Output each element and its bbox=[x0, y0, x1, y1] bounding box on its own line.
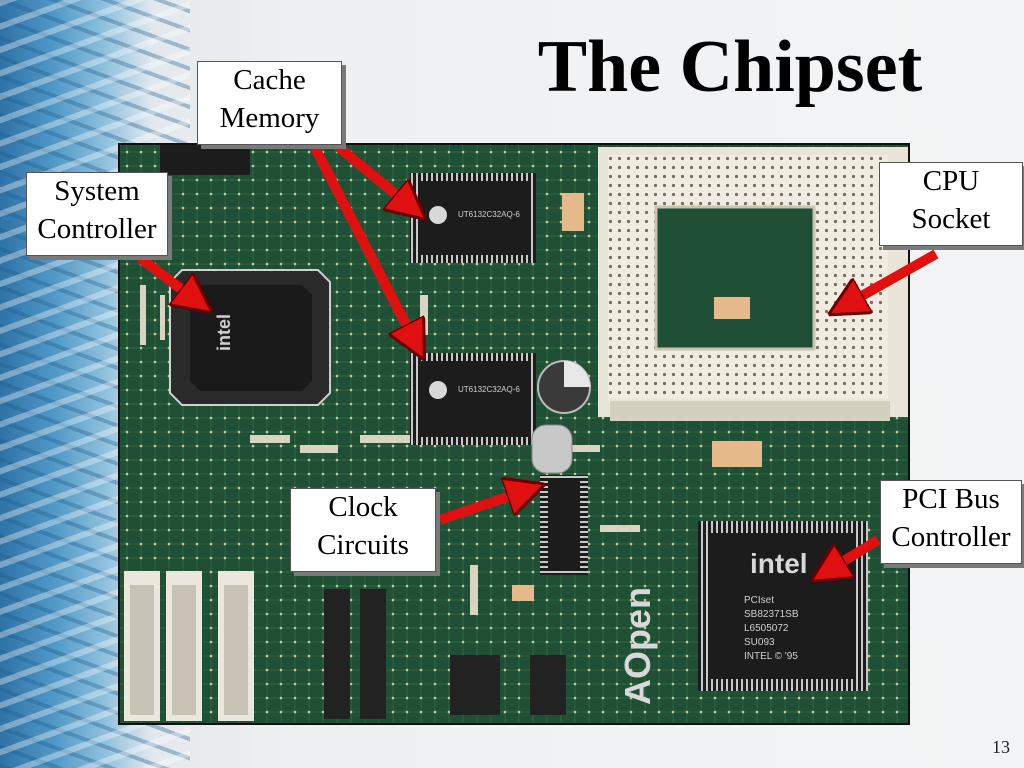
system-controller-chip: intel bbox=[169, 269, 331, 406]
svg-text:SU093: SU093 bbox=[744, 637, 775, 648]
intel-logo-pci: intel bbox=[750, 548, 808, 579]
svg-text:L6505072: L6505072 bbox=[744, 623, 789, 634]
pci-chip: intel PCIset SB82371SB L6505072 SU093 IN… bbox=[698, 521, 868, 691]
svg-text:UT6132C32AQ-6: UT6132C32AQ-6 bbox=[458, 210, 520, 219]
tantalum-cap bbox=[512, 585, 534, 601]
cpu-socket bbox=[598, 147, 908, 421]
slide-title: The Chipset bbox=[537, 26, 923, 108]
cache-chip-upper: UT6132C32AQ-6 bbox=[410, 173, 536, 263]
intel-logo-sysctrl: intel bbox=[214, 314, 234, 351]
brand-logo: AOpen bbox=[617, 587, 658, 705]
label-system-controller: System Controller bbox=[26, 172, 168, 256]
motherboard-illustration: UT6132C32AQ-6 UT6132C32AQ-6 intel bbox=[120, 145, 908, 723]
svg-text:UT6132C32AQ-6: UT6132C32AQ-6 bbox=[458, 385, 520, 394]
label-cpu-socket: CPU Socket bbox=[879, 162, 1023, 246]
capacitor bbox=[537, 360, 591, 414]
label-clock-circuits: Clock Circuits bbox=[290, 488, 436, 572]
clock-chip bbox=[540, 475, 588, 575]
label-cache-memory: Cache Memory bbox=[197, 61, 342, 145]
cache-chip-lower: UT6132C32AQ-6 bbox=[410, 353, 536, 445]
crystal bbox=[531, 424, 573, 474]
page-number: 13 bbox=[992, 737, 1010, 757]
top-chip bbox=[160, 145, 250, 175]
tantalum-cap bbox=[712, 441, 762, 467]
svg-text:PCIset: PCIset bbox=[744, 595, 774, 606]
label-pci-bus-controller: PCI Bus Controller bbox=[880, 480, 1022, 564]
tantalum-cap bbox=[562, 193, 584, 231]
motherboard-photo: UT6132C32AQ-6 UT6132C32AQ-6 intel bbox=[118, 143, 910, 725]
svg-text:INTEL © '95: INTEL © '95 bbox=[744, 651, 798, 662]
expansion-slots bbox=[124, 571, 254, 721]
pin-headers bbox=[324, 589, 566, 719]
svg-text:SB82371SB: SB82371SB bbox=[744, 609, 799, 620]
